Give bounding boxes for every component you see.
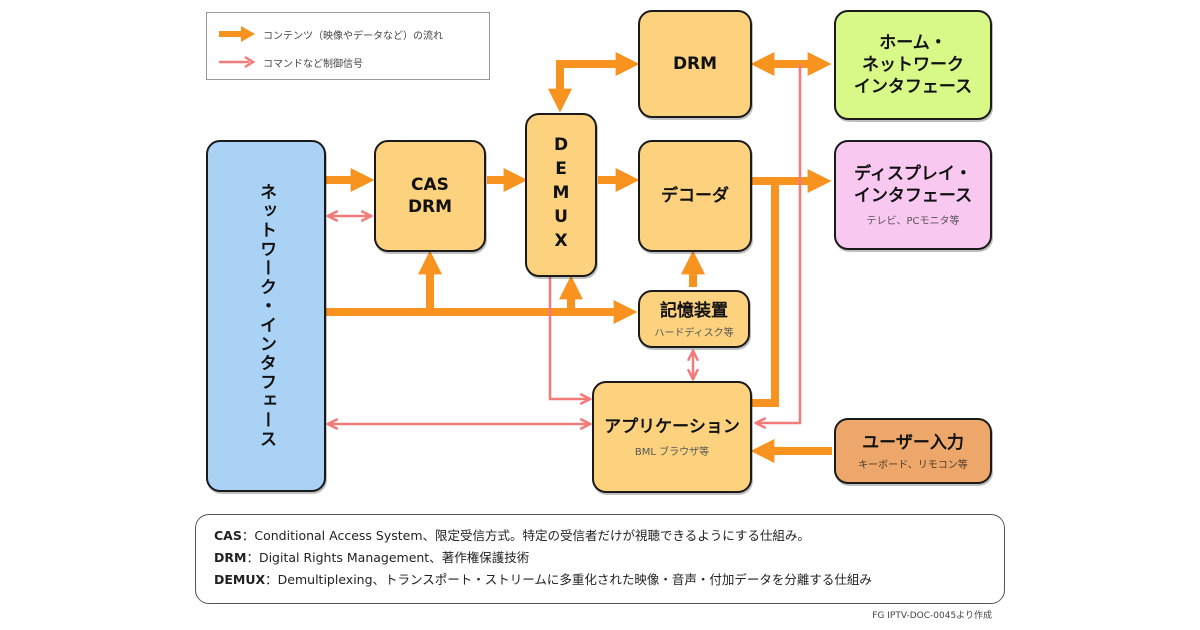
user-input-block: ユーザー入力 キーボード、リモコン等	[834, 418, 992, 484]
block-subtitle: BML ブラウザ等	[634, 447, 710, 458]
note-term: CAS	[214, 528, 242, 543]
note-demux: DEMUX：Demultiplexing、トランスポート・ストリームに多重化され…	[214, 569, 986, 591]
display-interface-block: ディスプレイ・ インタフェース テレビ、PCモニタ等	[834, 140, 992, 250]
block-title: ネットワーク・インタフェース	[256, 183, 276, 449]
block-title: ユーザー入力	[862, 432, 964, 453]
block-title: CAS DRM	[407, 175, 453, 217]
legend-item-content: コンテンツ（映像やデータなど）の流れ	[217, 25, 443, 43]
note-text: ：Demultiplexing、トランスポート・ストリームに多重化された映像・音…	[265, 572, 872, 587]
note-term: DEMUX	[214, 572, 266, 587]
decoder-block: デコーダ	[638, 140, 752, 252]
flow-app-to-display	[752, 181, 779, 407]
pink-arrow-icon	[219, 55, 256, 69]
block-title: ディスプレイ・ インタフェース	[853, 164, 973, 206]
note-term: DRM	[214, 550, 247, 565]
legend-label: コマンドなど制御信号	[263, 58, 363, 70]
legend: コンテンツ（映像やデータなど）の流れ コマンドなど制御信号	[206, 12, 490, 80]
legend-item-control: コマンドなど制御信号	[217, 53, 363, 71]
drm-block: DRM	[638, 10, 752, 118]
note-text: ：Conditional Access System、限定受信方式。特定の受信者…	[241, 528, 810, 543]
application-block: アプリケーション BML ブラウザ等	[592, 381, 752, 493]
cas-drm-block: CAS DRM	[374, 140, 486, 252]
ctrl-demux-to-app	[548, 277, 589, 399]
block-title: ホーム・ ネットワーク インタフェース	[853, 33, 973, 97]
orange-arrow-icon	[219, 26, 255, 42]
block-title: アプリケーション	[604, 417, 740, 437]
glossary-notes: CAS：Conditional Access System、限定受信方式。特定の…	[195, 514, 1005, 604]
source-credit: FG IPTV-DOC-0045より作成	[872, 611, 992, 621]
legend-label: コンテンツ（映像やデータなど）の流れ	[263, 30, 443, 42]
block-title: DEMUX	[551, 135, 571, 255]
home-network-interface-block: ホーム・ ネットワーク インタフェース	[834, 10, 992, 120]
block-title: デコーダ	[661, 186, 729, 206]
block-title: 記憶装置	[660, 300, 728, 321]
note-drm: DRM：Digital Rights Management、著作権保護技術	[214, 547, 986, 569]
note-text: ：Digital Rights Management、著作権保護技術	[246, 550, 530, 565]
demux-block: DEMUX	[525, 113, 597, 277]
block-subtitle: テレビ、PCモニタ等	[866, 216, 960, 227]
ctrl-app-to-drm	[757, 64, 802, 423]
block-subtitle: ハードディスク等	[654, 327, 734, 339]
flow-demux-drm	[548, 52, 640, 113]
block-title: DRM	[672, 54, 718, 74]
note-cas: CAS：Conditional Access System、限定受信方式。特定の…	[214, 525, 986, 547]
storage-block: 記憶装置 ハードディスク等	[638, 290, 750, 348]
block-subtitle: キーボード、リモコン等	[858, 459, 968, 471]
network-interface-block: ネットワーク・インタフェース	[206, 140, 326, 492]
